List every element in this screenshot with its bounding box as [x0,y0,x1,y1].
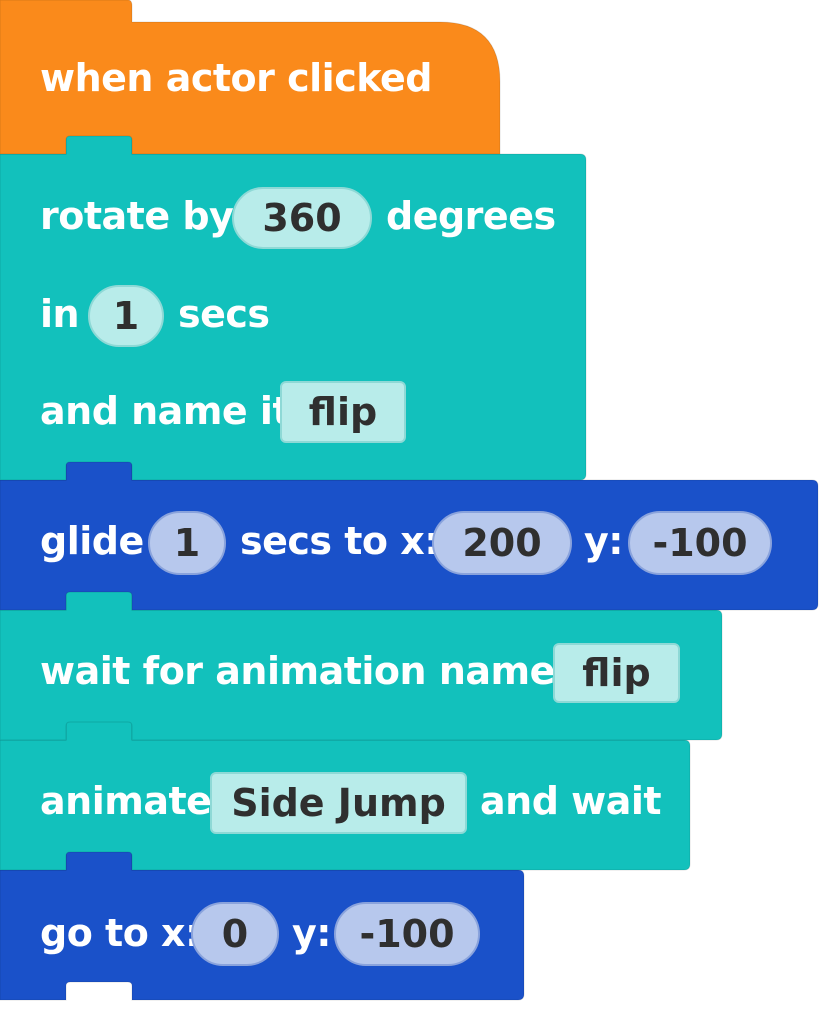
animate-label: animate [40,779,212,823]
degrees-label: degrees [386,194,556,238]
when-clicked-block-shape[interactable] [0,0,501,155]
glide-secs-input[interactable]: 1 [148,511,226,575]
goto-x-input[interactable]: 0 [191,902,279,966]
glide-y-input[interactable]: -100 [628,511,772,575]
rotate-by-label: rotate by [40,194,234,238]
wait-animation-label: wait for animation named [40,649,582,693]
animate-name-input[interactable]: Side Jump [210,772,467,834]
name-it-label: and name it [40,389,291,433]
rotate-name-input[interactable]: flip [280,381,406,443]
wait-animation-name-input[interactable]: flip [553,643,680,703]
glide-label: glide [40,519,144,563]
in-label: in [40,292,80,336]
when-clicked-label: when actor clicked [40,56,432,100]
go-to-x-label: go to x: [40,911,200,955]
rotate-degrees-input[interactable]: 360 [232,187,372,249]
rotate-secs-input[interactable]: 1 [88,285,164,347]
secs-label: secs [178,292,270,336]
secs-to-x-label: secs to x: [240,519,439,563]
goto-y-label: y: [292,911,331,955]
glide-x-input[interactable]: 200 [432,511,572,575]
and-wait-label: and wait [480,779,662,823]
goto-y-input[interactable]: -100 [334,902,480,966]
glide-y-label: y: [584,519,623,563]
